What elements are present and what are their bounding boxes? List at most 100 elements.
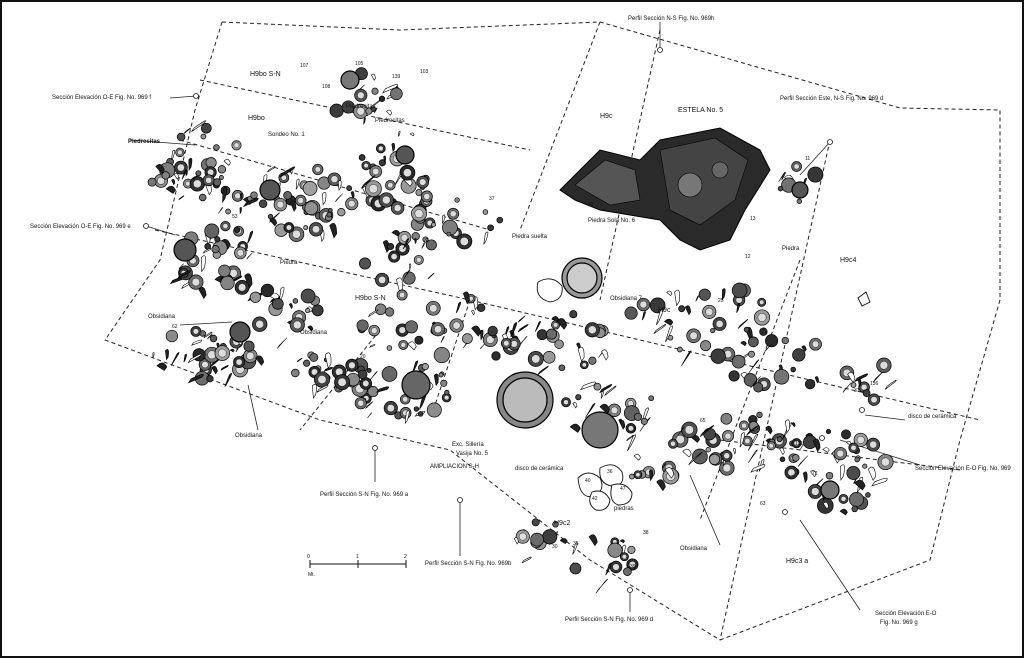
sherd-mark bbox=[619, 539, 625, 544]
leader-lines bbox=[129, 22, 921, 612]
sherd-mark bbox=[747, 433, 759, 451]
vessel-inner-mark bbox=[276, 200, 285, 209]
sherd-mark bbox=[350, 191, 355, 200]
sherd-mark bbox=[381, 84, 398, 94]
vessel-inner-mark bbox=[337, 377, 347, 387]
vessel-mark bbox=[415, 189, 423, 197]
vessel-mark bbox=[790, 366, 796, 373]
sherd-mark bbox=[748, 359, 760, 374]
vessel-inner-mark bbox=[217, 348, 227, 358]
note-piedrecitas-1: Piedrecitas bbox=[128, 139, 161, 145]
num-20: 20 bbox=[360, 354, 366, 360]
vessel-mark bbox=[390, 87, 403, 101]
vessel-mark bbox=[260, 283, 275, 298]
num-22: 22 bbox=[588, 202, 594, 208]
vessel-mark bbox=[773, 369, 790, 385]
area-h9c4: H9c4 bbox=[840, 257, 856, 264]
sherd-mark bbox=[171, 149, 176, 160]
vessel-mark bbox=[496, 216, 504, 224]
vessel-inner-mark bbox=[793, 163, 800, 170]
sherd-mark bbox=[721, 288, 726, 301]
vessel-inner-mark bbox=[317, 375, 327, 384]
vessel-mark bbox=[359, 257, 371, 270]
scale-bar: 0 1 2 Mt. bbox=[307, 554, 407, 578]
vessel-mark bbox=[214, 236, 221, 243]
vessel-mark bbox=[865, 492, 871, 498]
vessel-inner-mark bbox=[348, 200, 356, 208]
vessel-mark bbox=[305, 308, 311, 314]
vessel-mark bbox=[624, 306, 638, 320]
vessel-inner-mark bbox=[670, 440, 676, 447]
vessel-inner-mark bbox=[330, 175, 339, 183]
vessel-mark bbox=[161, 171, 170, 180]
note-disco-1: disco de cerámica bbox=[908, 414, 957, 420]
vessel-mark bbox=[267, 213, 274, 220]
sherd-mark bbox=[510, 322, 518, 338]
vessel-inner-mark bbox=[629, 561, 636, 568]
sherd-mark bbox=[463, 342, 468, 349]
vessel-mark bbox=[705, 447, 711, 453]
area-h9bo: H9bo bbox=[248, 115, 265, 122]
num-42: 42 bbox=[592, 496, 598, 502]
sherd-mark bbox=[391, 230, 401, 237]
sherd-mark bbox=[871, 477, 888, 487]
vessel-mark bbox=[748, 350, 755, 358]
sherd-mark bbox=[604, 385, 617, 396]
vessel-inner-mark bbox=[881, 457, 890, 467]
area-h9c2: H9c2 bbox=[554, 520, 570, 527]
sherd-mark bbox=[433, 373, 439, 387]
num-38: 38 bbox=[643, 530, 649, 536]
sherd-mark bbox=[732, 448, 737, 455]
vessel-mark bbox=[542, 351, 556, 364]
vessel-inner-mark bbox=[429, 304, 438, 313]
vessel-inner-mark bbox=[297, 197, 304, 204]
sherd-mark bbox=[750, 464, 766, 473]
sherd-mark bbox=[479, 329, 484, 341]
sherd-mark bbox=[183, 353, 187, 363]
sherd-mark bbox=[200, 255, 206, 273]
sherd-mark bbox=[764, 343, 772, 352]
vessel-inner-mark bbox=[856, 435, 865, 444]
sherd-mark bbox=[748, 449, 758, 463]
sherd-mark bbox=[165, 349, 169, 361]
vessel-mark bbox=[217, 165, 227, 174]
sherd-mark bbox=[504, 326, 510, 337]
sherd-mark bbox=[288, 303, 293, 310]
vessel-inner-mark bbox=[768, 443, 774, 449]
sherd-mark bbox=[311, 383, 317, 399]
sherd-mark bbox=[296, 357, 303, 363]
vessel-inner-mark bbox=[312, 225, 320, 234]
sherd-mark bbox=[365, 401, 373, 409]
vessel-mark bbox=[356, 319, 369, 332]
sherd-mark bbox=[641, 311, 646, 321]
num-72: 72 bbox=[812, 471, 818, 477]
vessel-inner-mark bbox=[423, 193, 431, 200]
sherd-mark bbox=[176, 270, 191, 279]
sherd-mark bbox=[211, 365, 218, 375]
num-47: 47 bbox=[620, 486, 626, 492]
area-sondeo: Sondeo No. 1 bbox=[268, 132, 305, 138]
vessel-mark bbox=[825, 471, 834, 480]
sherd-mark bbox=[633, 453, 641, 461]
sherd-mark bbox=[239, 193, 243, 200]
sherd-mark bbox=[222, 186, 228, 204]
num-30: 30 bbox=[552, 544, 558, 550]
vessel-inner-mark bbox=[581, 362, 587, 368]
vessel-inner-mark bbox=[452, 321, 461, 330]
sherd-mark bbox=[580, 381, 596, 391]
vessel-inner-mark bbox=[192, 328, 199, 335]
num-53: 53 bbox=[232, 214, 238, 220]
sherd-mark bbox=[279, 286, 285, 302]
sherd-mark bbox=[244, 273, 253, 289]
sherd-mark bbox=[626, 434, 634, 442]
vessel-inner-mark bbox=[399, 292, 406, 299]
vessel-inner-mark bbox=[639, 300, 648, 309]
vessel-mark bbox=[292, 298, 299, 304]
note-piedras: piedras bbox=[614, 506, 634, 512]
sherd-mark bbox=[173, 172, 180, 180]
vessel-inner-mark bbox=[621, 554, 627, 560]
vessel-mark bbox=[209, 334, 218, 343]
vessel-mark bbox=[743, 373, 758, 387]
sherd-mark bbox=[551, 316, 560, 323]
vessel-mark bbox=[846, 466, 861, 480]
